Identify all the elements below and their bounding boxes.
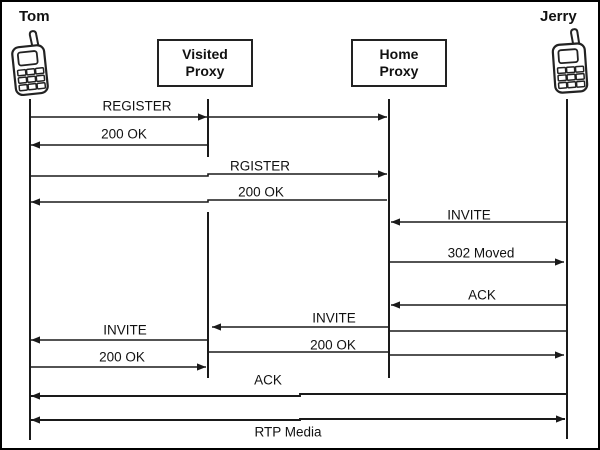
message-label: 302 Moved xyxy=(448,246,515,261)
arrowhead xyxy=(391,301,400,309)
message-line xyxy=(31,199,387,203)
arrowhead xyxy=(31,416,40,424)
message-line xyxy=(30,173,387,177)
message-rtp-media: RTP Media xyxy=(30,415,565,440)
message-line xyxy=(30,418,565,421)
message-label: INVITE xyxy=(447,208,491,223)
message-label: REGISTER xyxy=(102,99,171,114)
message-ack-end-to-end: ACK xyxy=(31,373,567,400)
message-ack-jerry-home: ACK xyxy=(391,288,567,309)
arrowhead xyxy=(555,351,564,359)
message-label: 200 OK xyxy=(99,350,145,365)
message-line xyxy=(31,393,567,397)
visited-proxy-box: Visited Proxy xyxy=(157,39,253,87)
message-register: REGISTER xyxy=(30,99,387,121)
message-label: 200 OK xyxy=(310,338,356,353)
message-label: INVITE xyxy=(103,323,147,338)
message-invite-visited-tom: INVITE xyxy=(31,323,208,344)
visited-proxy-label: Visited Proxy xyxy=(182,45,228,80)
message-ok-register-2: 200 OK xyxy=(31,185,387,206)
message-line xyxy=(212,326,567,332)
message-register-forward: RGISTER xyxy=(30,159,387,178)
message-invite-home-visited: INVITE xyxy=(212,311,567,332)
actor-label-tom: Tom xyxy=(19,8,50,25)
arrowhead xyxy=(31,336,40,344)
arrowhead xyxy=(31,392,40,400)
message-ok-invite-visited: 200 OK xyxy=(209,338,564,359)
message-label: ACK xyxy=(254,373,282,388)
message-label: RGISTER xyxy=(230,159,290,174)
arrowhead xyxy=(378,170,387,178)
arrowhead xyxy=(31,198,40,206)
message-label: 200 OK xyxy=(101,127,147,142)
message-ok-invite-tom: 200 OK xyxy=(30,350,206,371)
message-moved-302: 302 Moved xyxy=(389,246,564,266)
home-proxy-box: Home Proxy xyxy=(351,39,447,87)
home-proxy-label: Home Proxy xyxy=(379,45,419,80)
arrowhead xyxy=(378,113,387,121)
arrowhead xyxy=(31,141,40,149)
message-label: INVITE xyxy=(312,311,356,326)
jerry-phone-icon xyxy=(547,26,595,101)
tom-phone-icon xyxy=(7,28,55,103)
arrowhead xyxy=(198,113,207,121)
arrowhead xyxy=(555,258,564,266)
message-ok-register-1: 200 OK xyxy=(31,127,209,149)
message-invite-jerry-home: INVITE xyxy=(391,208,567,226)
arrowhead xyxy=(556,415,565,423)
arrowhead xyxy=(391,218,400,226)
message-label: RTP Media xyxy=(254,425,322,440)
arrowhead xyxy=(197,363,206,371)
message-label: ACK xyxy=(468,288,496,303)
message-label: 200 OK xyxy=(238,185,284,200)
arrowhead xyxy=(212,323,221,331)
message-line xyxy=(209,351,564,356)
actor-label-jerry: Jerry xyxy=(540,8,577,25)
